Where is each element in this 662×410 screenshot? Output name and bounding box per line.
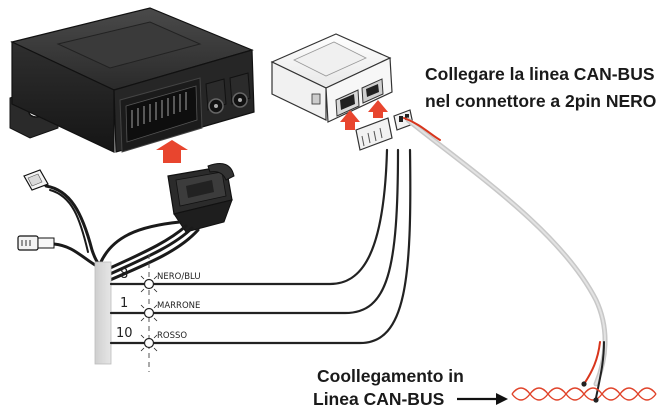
- interface-module-icon: [270, 33, 393, 123]
- canbus-pointer-arrow-icon: [457, 393, 508, 405]
- wire-label-rosso: ROSSO: [157, 331, 187, 341]
- harness-sleeve: [94, 261, 112, 365]
- canbus-note-line1: Coollegamento in: [317, 366, 464, 386]
- pin-number-1: 1: [120, 296, 128, 311]
- pin-marker-8: [143, 278, 155, 290]
- insert-arrow-ecu-icon: [156, 140, 188, 163]
- connector-note-line1: Collegare la linea CAN-BUS: [425, 64, 655, 84]
- multipin-plug-icon: [167, 163, 235, 233]
- signal-wires: [109, 148, 412, 345]
- small-plug-icon: [23, 169, 49, 191]
- canbus-tap-points: [581, 381, 599, 403]
- side-plug-icon: [17, 235, 55, 251]
- wire-rosso: [109, 148, 412, 345]
- pin-markers: [143, 278, 155, 349]
- ecu-module-icon: [9, 7, 255, 153]
- wire-label-marrone: MARRONE: [157, 301, 200, 311]
- wire-marrone: [109, 148, 400, 315]
- canbus-note-line2: Linea CAN-BUS: [313, 389, 444, 409]
- pin-number-8: 8: [120, 267, 128, 282]
- wire-label-nero-blu: NERO/BLU: [157, 272, 201, 282]
- wire-nero-blu: [109, 148, 389, 286]
- interface-plugs: [355, 109, 414, 151]
- pin-marker-10: [143, 337, 155, 349]
- connector-note-line2: nel connettore a 2pin NERO: [425, 91, 656, 111]
- twisted-pair: [511, 387, 657, 401]
- canbus-lead: [403, 117, 608, 399]
- insert-arrow-interface-icon: [340, 100, 388, 130]
- pin-number-10: 10: [116, 326, 133, 341]
- pin-marker-1: [143, 307, 155, 319]
